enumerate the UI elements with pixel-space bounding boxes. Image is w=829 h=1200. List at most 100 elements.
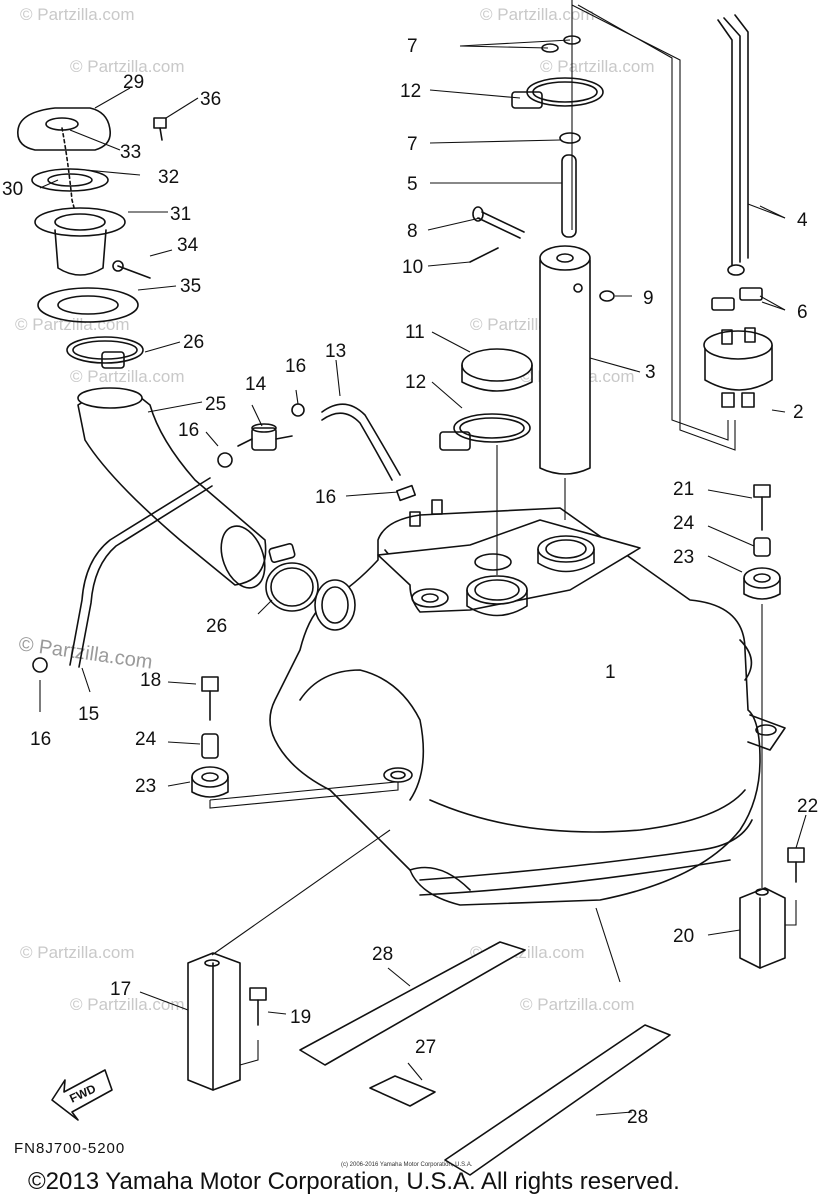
check-valve (237, 423, 293, 451)
watermark: © Partzilla.com (70, 57, 185, 76)
callout-7: 7 (407, 36, 418, 57)
callout-18: 18 (140, 670, 161, 691)
block-17 (187, 952, 241, 1091)
filler-hose (77, 387, 267, 589)
callout-16: 16 (285, 356, 306, 377)
watermark: © Partzilla.com (20, 5, 135, 24)
callout-36: 36 (200, 89, 221, 110)
callout-32: 32 (158, 167, 179, 188)
copyright-notice: ©2013 Yamaha Motor Corporation, U.S.A. A… (28, 1168, 680, 1195)
callout-2: 2 (793, 402, 804, 423)
cap-tether-chain (61, 127, 77, 216)
cotter-pin (469, 247, 499, 263)
watermark: © Partzilla.com (520, 995, 635, 1014)
callout-26: 26 (206, 616, 227, 637)
callout-14: 14 (245, 374, 267, 395)
screw-34 (112, 260, 151, 279)
left-mounting-hardware (191, 676, 229, 798)
callout-16: 16 (178, 420, 199, 441)
callout-26: 26 (183, 332, 204, 353)
watermark: © Partzilla.com (70, 995, 185, 1014)
watermark: © Partzilla.com (480, 5, 595, 24)
callout-12: 12 (405, 372, 426, 393)
callout-24: 24 (135, 729, 157, 750)
callout-34: 34 (177, 235, 199, 256)
callout-23: 23 (135, 776, 156, 797)
fuel-pickup-tube (539, 245, 591, 475)
bracket-20 (739, 887, 786, 969)
callout-28: 28 (627, 1107, 648, 1128)
watermark: © Partzilla.com (70, 367, 185, 386)
callout-33: 33 (120, 142, 141, 163)
bolt-19 (249, 987, 267, 1026)
callout-29: 29 (123, 72, 144, 93)
hose-fittings (711, 287, 763, 311)
hose-clips (541, 35, 581, 144)
callout-13: 13 (325, 341, 346, 362)
leader-lines (39, 0, 807, 1116)
bolt-22 (787, 847, 805, 883)
watermark: © Partzilla.com (20, 943, 135, 962)
band-clamp-lower (439, 413, 531, 451)
callout-20: 20 (673, 926, 694, 947)
callout-19: 19 (290, 1007, 311, 1028)
vent-hose (69, 477, 213, 668)
filler-neck (34, 207, 126, 276)
callout-10: 10 (402, 257, 423, 278)
fuel-lines (717, 14, 749, 276)
fuel-cap (17, 107, 112, 151)
callout-1: 1 (605, 662, 616, 683)
callout-16: 16 (30, 729, 51, 750)
watermark-large: © Partzilla.com (17, 633, 154, 674)
pipe-5 (561, 154, 577, 238)
watermark: © Partzilla.com (540, 57, 655, 76)
strip-28-upper (299, 941, 526, 1066)
callout-3: 3 (645, 362, 656, 383)
screw-36 (153, 117, 167, 141)
watermark: © Partzilla.com (15, 315, 130, 334)
tank-fittings (409, 499, 443, 527)
callout-9: 9 (643, 288, 654, 309)
filler-gasket (37, 287, 139, 323)
cap-gasket (31, 168, 109, 192)
fine-print: (c) 2006-2016 Yamaha Motor Corporation, … (341, 1162, 473, 1168)
callouts: 1 2 3 4 5 6 7 7 8 9 10 11 12 12 13 14 15… (2, 36, 818, 1128)
callout-22: 22 (797, 796, 818, 817)
hose-clamp-lower (265, 543, 319, 612)
callout-35: 35 (180, 276, 201, 297)
right-mounting-hardware (743, 484, 781, 600)
grommet-11 (461, 348, 533, 392)
callout-28: 28 (372, 944, 393, 965)
callout-5: 5 (407, 174, 418, 195)
callout-8: 8 (407, 221, 418, 242)
washer-9 (599, 290, 615, 302)
bolt-8 (472, 206, 525, 239)
pad-27 (369, 1075, 436, 1107)
fwd-arrow (51, 1069, 113, 1121)
fuel-tank-body (269, 507, 786, 906)
callout-12: 12 (400, 81, 421, 102)
callout-6: 6 (797, 302, 808, 323)
filler-neck-ring (314, 579, 356, 631)
callout-27: 27 (415, 1037, 436, 1058)
callout-24: 24 (673, 513, 695, 534)
callout-11: 11 (405, 322, 425, 343)
callout-15: 15 (78, 704, 99, 725)
callout-7: 7 (407, 134, 418, 155)
strip-28-lower (444, 1024, 671, 1176)
callout-30: 30 (2, 179, 23, 200)
hose-clamp-upper (66, 336, 144, 369)
fuel-filter (703, 327, 773, 408)
callout-4: 4 (797, 210, 808, 231)
callout-16: 16 (315, 487, 336, 508)
breather-hose (321, 403, 401, 481)
diagram-code: FN8J700-5200 (14, 1140, 126, 1157)
tank-top-plate (377, 519, 641, 617)
callout-31: 31 (170, 204, 191, 225)
callout-25: 25 (205, 394, 226, 415)
band-clamp-upper (511, 77, 604, 109)
callout-23: 23 (673, 547, 694, 568)
callout-17: 17 (110, 979, 131, 1000)
callout-21: 21 (673, 479, 694, 500)
